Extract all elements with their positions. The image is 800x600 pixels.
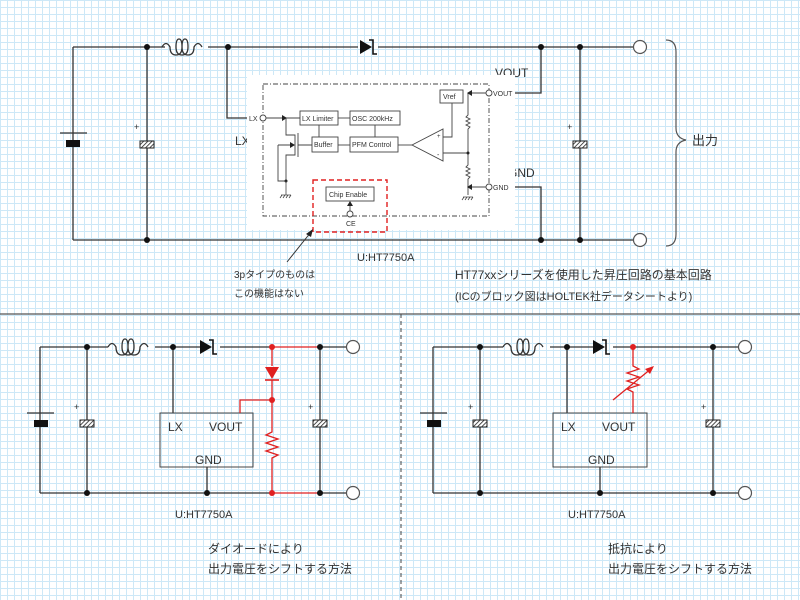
vout-pin	[485, 89, 493, 97]
output-capacitor-icon: +	[308, 402, 328, 428]
svg-text:+: +	[134, 122, 139, 132]
svg-text:+: +	[437, 134, 441, 140]
svg-text:+: +	[567, 122, 572, 132]
vref-label: Vref	[443, 94, 456, 101]
inductor-icon	[107, 338, 149, 356]
variable-resistor-icon	[612, 347, 654, 413]
output-capacitor-icon: +	[567, 122, 588, 149]
input-capacitor-icon: +	[74, 402, 95, 428]
output-terminal-positive	[737, 339, 753, 355]
battery-icon	[420, 412, 447, 427]
inductor-icon	[161, 38, 203, 56]
gnd-pin	[485, 183, 493, 191]
pfm-control-label: PFM Control	[352, 142, 392, 149]
shift-resistor-icon	[263, 400, 281, 493]
buffer-block	[311, 136, 339, 153]
input-capacitor-icon: +	[134, 122, 155, 149]
schottky-diode-icon	[593, 339, 610, 355]
lx-pin-label: LX	[249, 116, 258, 123]
output-brace	[665, 39, 687, 247]
svg-text:+: +	[468, 402, 473, 412]
ic-vout-label: VOUT	[602, 420, 636, 434]
ic-vout-label: VOUT	[209, 420, 243, 434]
caption-line-2: 出力電圧をシフトする方法	[208, 561, 352, 576]
svg-text:+: +	[74, 402, 79, 412]
caption-line-1: HT77xxシリーズを使用した昇圧回路の基本回路	[455, 267, 712, 282]
ic-gnd-label: GND	[588, 453, 615, 467]
svg-text:-: -	[437, 152, 440, 159]
battery-icon	[60, 132, 87, 147]
junction-dots	[144, 44, 583, 243]
left-circuit: + LX VOUT GND +	[27, 338, 361, 576]
top-circuit: + +	[60, 38, 718, 303]
ic-lx-label: LX	[561, 420, 576, 434]
vref-block	[439, 89, 464, 104]
ic-part-label: U:HT7750A	[568, 509, 626, 521]
ic-part-label: U:HT7750A	[175, 509, 233, 521]
junction-dots	[84, 344, 323, 496]
ce-pin-label: CE	[346, 221, 356, 228]
lx-limiter-label: LX Limiter	[302, 116, 334, 123]
buffer-label: Buffer	[314, 142, 333, 149]
schottky-diode-icon	[200, 339, 217, 355]
note-line-1: 3pタイプのものは	[234, 269, 315, 281]
chip-enable-highlight	[312, 179, 388, 233]
ic-lx-label: LX	[168, 420, 183, 434]
voltage-divider-icon	[461, 90, 486, 201]
inductor-icon	[502, 338, 544, 356]
ic-block-diagram: LX LX Limiter OSC 200kHz Buffer PFM Cont…	[247, 75, 515, 233]
output-terminal-negative	[632, 232, 648, 248]
caption-line-2: (ICのブロック図はHOLTEK社データシートより)	[455, 289, 692, 303]
vout-pin-label: VOUT	[493, 91, 513, 98]
pfm-control-block	[349, 136, 399, 153]
junction-dots	[477, 344, 716, 496]
ic-gnd-label: GND	[195, 453, 222, 467]
right-circuit: + LX VOUT GND +	[420, 338, 753, 576]
output-terminal-positive	[632, 39, 648, 55]
battery-icon	[27, 412, 54, 427]
ic-part-label: U:HT7750A	[357, 252, 415, 264]
caption-line-2: 出力電圧をシフトする方法	[608, 561, 752, 576]
output-terminal-positive	[345, 339, 361, 355]
lx-pin	[259, 114, 267, 122]
caption-line-1: 抵抗により	[608, 541, 668, 556]
svg-text:+: +	[308, 402, 313, 412]
note-line-2: この機能はない	[234, 287, 304, 300]
chip-enable-label: Chip Enable	[329, 192, 367, 199]
output-capacitor-icon: +	[701, 402, 721, 428]
comparator-icon: + -	[411, 102, 468, 162]
schottky-diode-icon	[360, 39, 377, 55]
svg-text:+: +	[701, 402, 706, 412]
input-capacitor-icon: +	[468, 402, 488, 428]
shift-diode-icon	[265, 367, 279, 381]
output-terminal-negative	[737, 485, 753, 501]
output-label: 出力	[692, 133, 718, 148]
osc-label: OSC 200kHz	[352, 116, 393, 123]
lx-label: LX	[235, 134, 250, 148]
gnd-pin-label: GND	[493, 185, 509, 192]
mosfet-icon	[277, 118, 312, 199]
caption-line-1: ダイオードにより	[208, 541, 304, 556]
ce-pin	[346, 210, 354, 218]
output-terminal-negative	[345, 485, 361, 501]
